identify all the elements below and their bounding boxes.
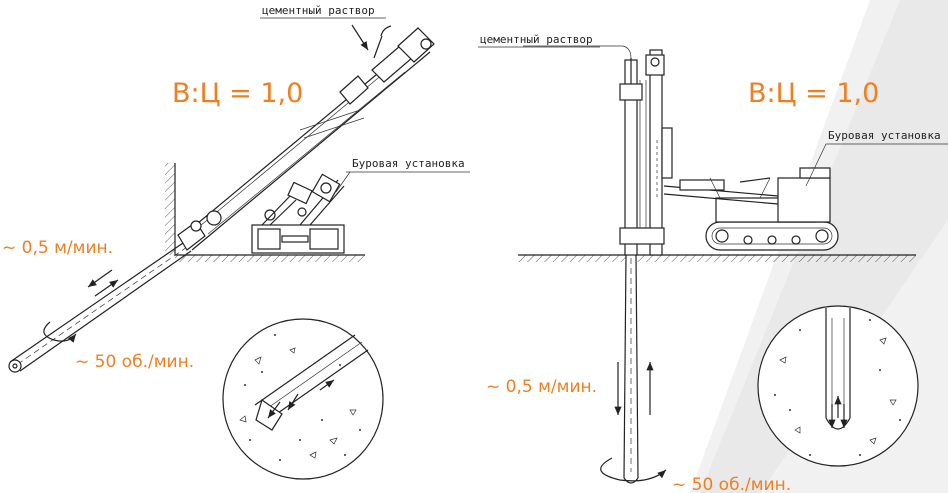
left-scheme: цементный раствор В:Ц = 1,0 Буровая уста… xyxy=(2,4,470,480)
right-ratio-label: В:Ц = 1,0 xyxy=(748,78,879,109)
left-mortar-label: цементный раствор xyxy=(262,4,375,17)
left-feed-rate: ~ 0,5 м/мин. xyxy=(2,238,113,258)
right-rig-body xyxy=(661,127,839,251)
left-rotation: ~ 50 об./мин. xyxy=(75,352,194,372)
right-mortar-label: цементный раствор xyxy=(480,33,593,46)
right-detail-circle xyxy=(757,305,919,467)
left-mortar-pointer xyxy=(351,24,369,51)
left-detail-circle xyxy=(222,318,384,480)
left-ratio-label: В:Ц = 1,0 xyxy=(172,78,303,109)
right-scheme: цементный раствор В:Ц = 1,0 Буровая уста… xyxy=(478,33,948,493)
left-drill-mast xyxy=(177,25,435,251)
left-ground xyxy=(165,163,365,262)
left-motion-arrows xyxy=(43,269,119,343)
right-motion-arrows xyxy=(600,362,667,482)
right-feed-rate: ~ 0,5 м/мин. xyxy=(486,377,597,397)
right-rotation: ~ 50 об./мин. xyxy=(672,475,791,493)
right-rig-pointer xyxy=(805,143,827,187)
left-rig-pointer xyxy=(335,171,351,193)
left-rig-label: Буровая установка xyxy=(352,157,465,170)
right-rig-label: Буровая установка xyxy=(828,129,941,142)
right-borehole xyxy=(623,254,639,484)
right-drill-mast xyxy=(523,45,665,256)
left-rig-body xyxy=(251,173,345,254)
left-drill-rod xyxy=(8,242,192,373)
right-ground xyxy=(518,254,916,262)
